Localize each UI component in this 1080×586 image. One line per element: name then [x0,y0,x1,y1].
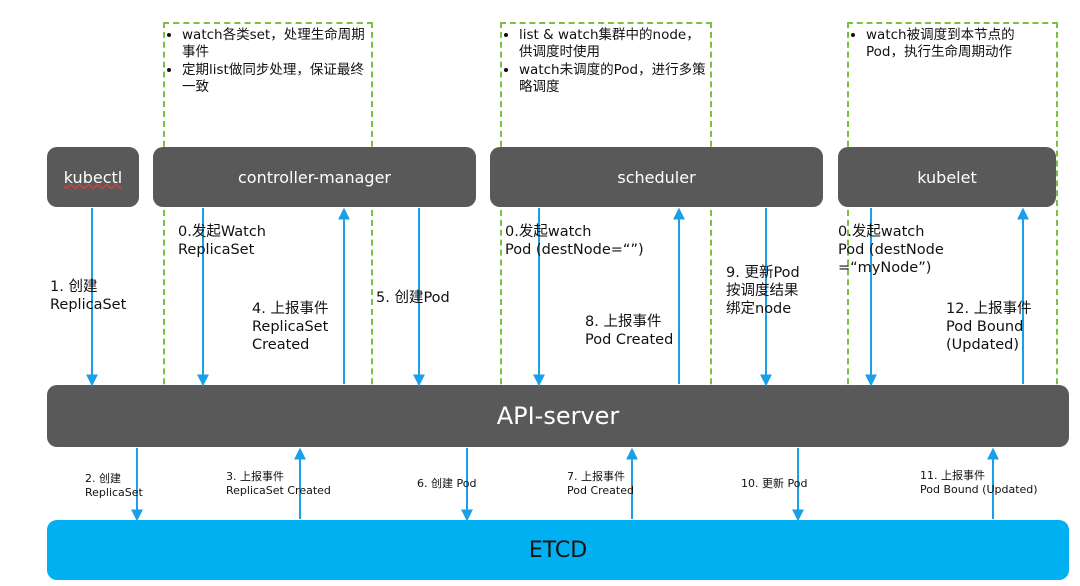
kubelet-box: kubelet [838,147,1056,207]
note-item: list & watch集群中的node，供调度时使用 [519,27,707,61]
controller-manager-label: controller-manager [238,167,391,187]
scheduler-box: scheduler [490,147,823,207]
kubectl-box: kubectl [47,147,139,207]
controller-manager-note: watch各类set，处理生命周期事件 定期list做同步处理，保证最终一致 [168,27,368,97]
label-step10: 10. 更新 Pod [741,477,808,490]
note-item: watch各类set，处理生命周期事件 [182,27,368,61]
kubectl-label: kubectl [63,167,123,187]
note-item: watch未调度的Pod，进行多策略调度 [519,62,707,96]
etcd-label: ETCD [528,537,588,563]
api-server-label: API-server [496,402,620,430]
api-server-box: API-server [47,385,1069,447]
controller-manager-box: controller-manager [153,147,476,207]
scheduler-label: scheduler [617,167,696,187]
kubelet-note: watch被调度到本节点的Pod，执行生命周期动作 [852,27,1052,62]
note-item: watch被调度到本节点的Pod，执行生命周期动作 [866,27,1052,61]
label-step5: 5. 创建Pod [376,290,450,306]
scheduler-note: list & watch集群中的node，供调度时使用 watch未调度的Pod… [505,27,707,97]
etcd-box: ETCD [47,520,1069,580]
label-step6: 6. 创建 Pod [417,477,477,490]
kubelet-label: kubelet [917,167,977,187]
note-item: 定期list做同步处理，保证最终一致 [182,62,368,96]
